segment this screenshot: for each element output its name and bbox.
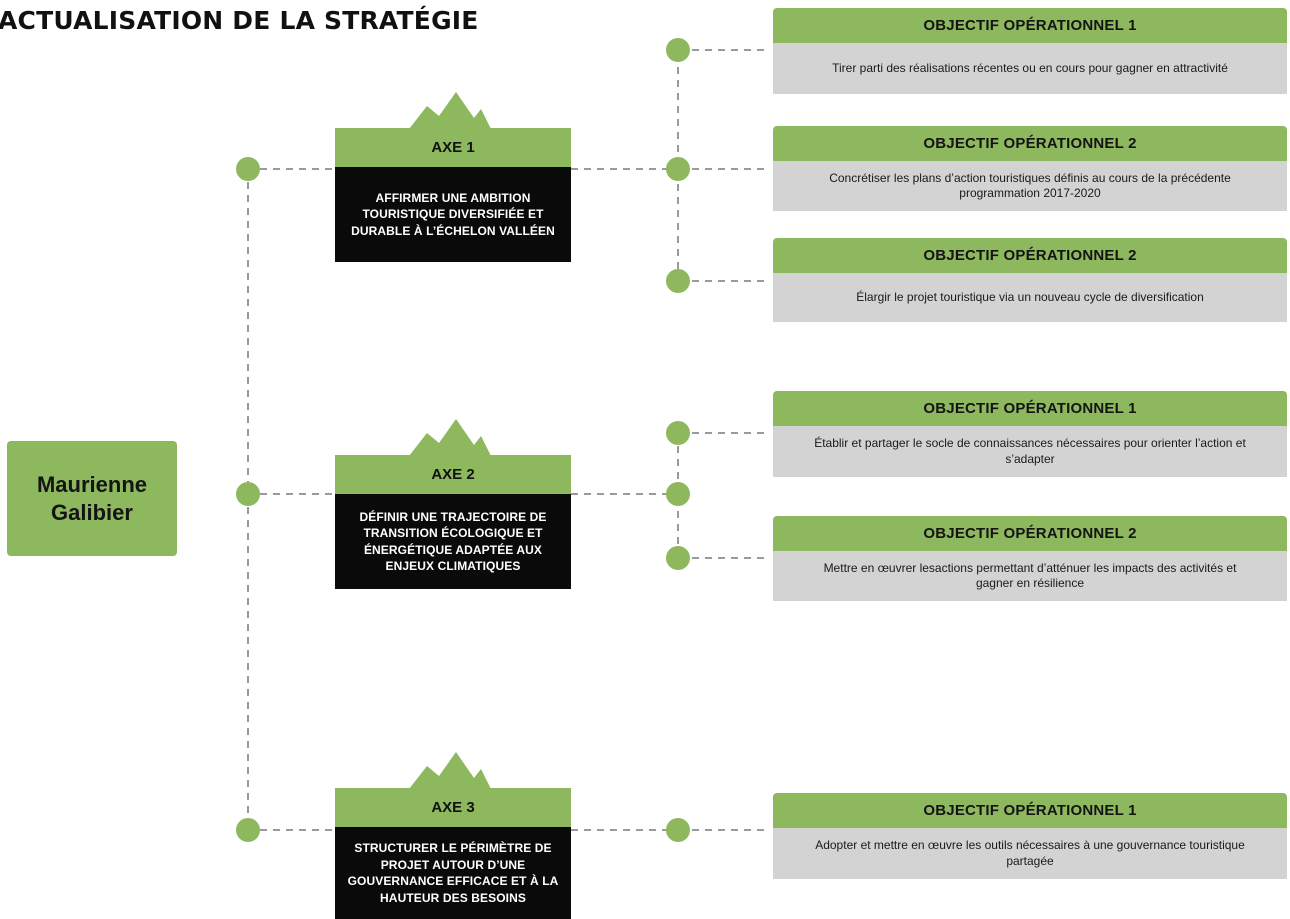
axe-3-label: AXE 3 [335,788,571,827]
objective-card: OBJECTIF OPÉRATIONNEL 2 Concrétiser les … [773,126,1287,211]
mountain-peaks-icon [409,419,491,456]
objective-body: Élargir le projet touristique via un nou… [773,273,1287,322]
node-dot [666,38,690,62]
axe-2-description: DÉFINIR UNE TRAJECTOIRE DE TRANSITION ÉC… [335,494,571,589]
objective-title: OBJECTIF OPÉRATIONNEL 1 [773,391,1287,426]
axe-3-text: STRUCTURER LE PÉRIMÈTRE DE PROJET AUTOUR… [347,841,559,905]
mountain-peaks-icon [409,752,491,789]
axe-1-text: AFFIRMER UNE AMBITION TOURISTIQUE DIVERS… [351,190,555,238]
root-label-line-2: Galibier [51,499,133,525]
objective-title: OBJECTIF OPÉRATIONNEL 2 [773,238,1287,273]
objective-title: OBJECTIF OPÉRATIONNEL 1 [773,8,1287,43]
node-dot [666,269,690,293]
objective-body: Mettre en œuvrer lesactions permettant d… [773,551,1287,601]
objective-body: Concrétiser les plans d’action touristiq… [773,161,1287,211]
objective-text: Adopter et mettre en œuvre les outils né… [815,838,1245,868]
node-dot [236,818,260,842]
node-dot [236,482,260,506]
node-dot [236,157,260,181]
node-dot [666,546,690,570]
objective-text: Concrétiser les plans d’action touristiq… [829,170,1231,201]
axe-2-label: AXE 2 [335,455,571,494]
page-title: ACTUALISATION DE LA STRATÉGIE [0,6,479,35]
objective-text: Établir et partager le socle de connaiss… [814,436,1246,466]
mountain-peaks-icon [409,92,491,129]
axe-3-description: STRUCTURER LE PÉRIMÈTRE DE PROJET AUTOUR… [335,827,571,919]
objective-text: Élargir le projet touristique via un nou… [856,289,1204,304]
objective-card: OBJECTIF OPÉRATIONNEL 1 Tirer parti des … [773,8,1287,94]
root-label-line-1: Maurienne [36,472,148,497]
node-dot [666,482,690,506]
axe-1-label: AXE 1 [335,128,571,167]
objective-title: OBJECTIF OPÉRATIONNEL 1 [773,793,1287,828]
objective-card: OBJECTIF OPÉRATIONNEL 1 Adopter et mettr… [773,793,1287,879]
objective-body: Tirer parti des réalisations récentes ou… [773,43,1287,94]
objective-card: OBJECTIF OPÉRATIONNEL 2 Mettre en œuvrer… [773,516,1287,601]
node-dot [666,818,690,842]
objective-body: Établir et partager le socle de connaiss… [773,426,1287,477]
node-dot [666,157,690,181]
objective-text: Mettre en œuvrer lesactions permettant d… [823,560,1237,591]
objective-body: Adopter et mettre en œuvre les outils né… [773,828,1287,879]
objective-title: OBJECTIF OPÉRATIONNEL 2 [773,516,1287,551]
objective-title: OBJECTIF OPÉRATIONNEL 2 [773,126,1287,161]
axe-2-text: DÉFINIR UNE TRAJECTOIRE DE TRANSITION ÉC… [359,509,547,574]
objective-card: OBJECTIF OPÉRATIONNEL 2 Élargir le proje… [773,238,1287,322]
objective-text: Tirer parti des réalisations récentes ou… [832,60,1228,75]
axe-1-description: AFFIRMER UNE AMBITION TOURISTIQUE DIVERS… [335,167,571,262]
root-node: Maurienne Galibier [7,441,177,556]
objective-card: OBJECTIF OPÉRATIONNEL 1 Établir et parta… [773,391,1287,477]
node-dot [666,421,690,445]
